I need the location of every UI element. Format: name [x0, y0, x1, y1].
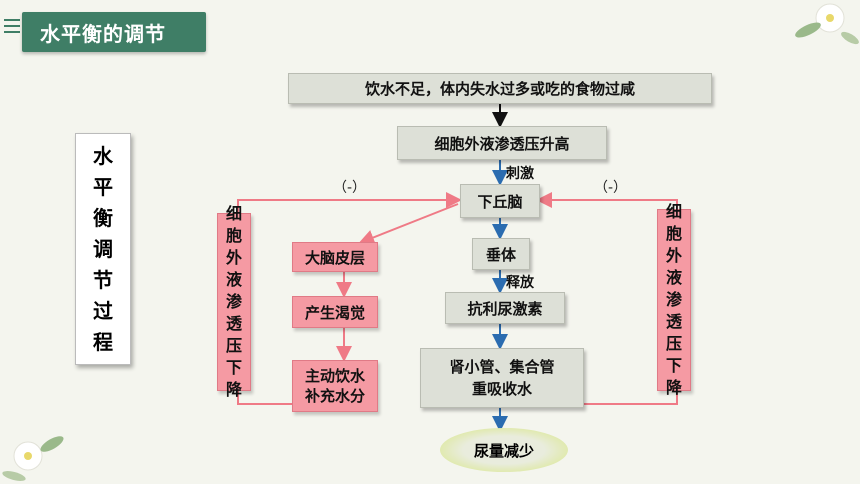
- menu-icon: [4, 19, 20, 33]
- label-neg-left: （-）: [333, 180, 367, 196]
- flower-decoration-bottom-left-icon: [2, 436, 64, 481]
- node-thirst: 产生渴觉: [292, 296, 378, 328]
- label-release: 释放: [506, 275, 534, 291]
- side-title-text: 水平衡调节过程: [93, 143, 113, 354]
- page-title: 水平衡的调节: [40, 22, 166, 46]
- node-adh: 抗利尿激素: [445, 292, 565, 324]
- node-pituitary: 垂体: [472, 238, 530, 270]
- label-neg-right: （-）: [594, 180, 628, 196]
- node-hypothalamus: 下丘脑: [460, 184, 540, 218]
- node-urine: 尿量减少: [440, 428, 568, 472]
- side-title: 水平衡调节过程: [75, 133, 131, 365]
- flower-decoration-top-right-icon: [795, 3, 859, 45]
- arrow-hypothalamus-cortex: [358, 203, 459, 246]
- node-osmo-down-left: 细胞外液渗透压下降: [217, 204, 251, 399]
- node-cortex: 大脑皮层: [292, 242, 378, 272]
- node-cause: 饮水不足，体内失水过多或吃的食物过咸: [288, 73, 712, 104]
- node-kidney: 肾小管、集合管重吸收水: [420, 348, 584, 408]
- title-tab: 水平衡的调节: [22, 12, 206, 52]
- node-drink: 主动饮水补充水分: [292, 360, 378, 412]
- label-stimulate: 刺激: [506, 166, 534, 182]
- node-osmo-up: 细胞外液渗透压升高: [397, 126, 607, 160]
- node-osmo-down-right: 细胞外液渗透压下降: [657, 202, 691, 397]
